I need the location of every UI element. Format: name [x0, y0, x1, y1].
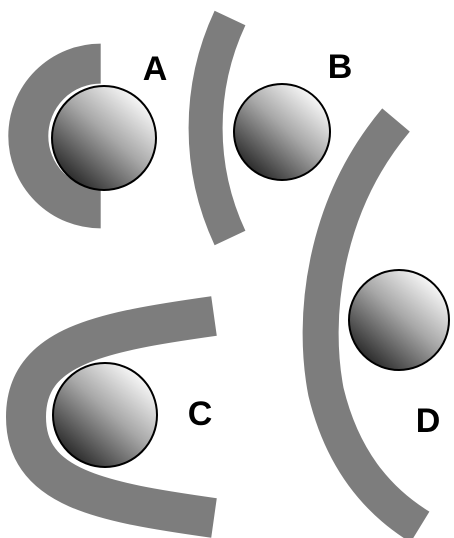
track-b	[206, 18, 230, 238]
label-d: D	[416, 402, 441, 440]
label-c: C	[188, 395, 213, 433]
ball-d	[349, 270, 449, 370]
ball-b	[234, 84, 330, 180]
ball-a	[52, 86, 156, 190]
label-a: A	[143, 50, 168, 88]
panel-a: A	[28, 50, 167, 208]
ball-c	[53, 363, 157, 467]
label-b: B	[328, 48, 353, 86]
panel-c: C	[26, 316, 214, 518]
panel-d: D	[321, 120, 449, 527]
